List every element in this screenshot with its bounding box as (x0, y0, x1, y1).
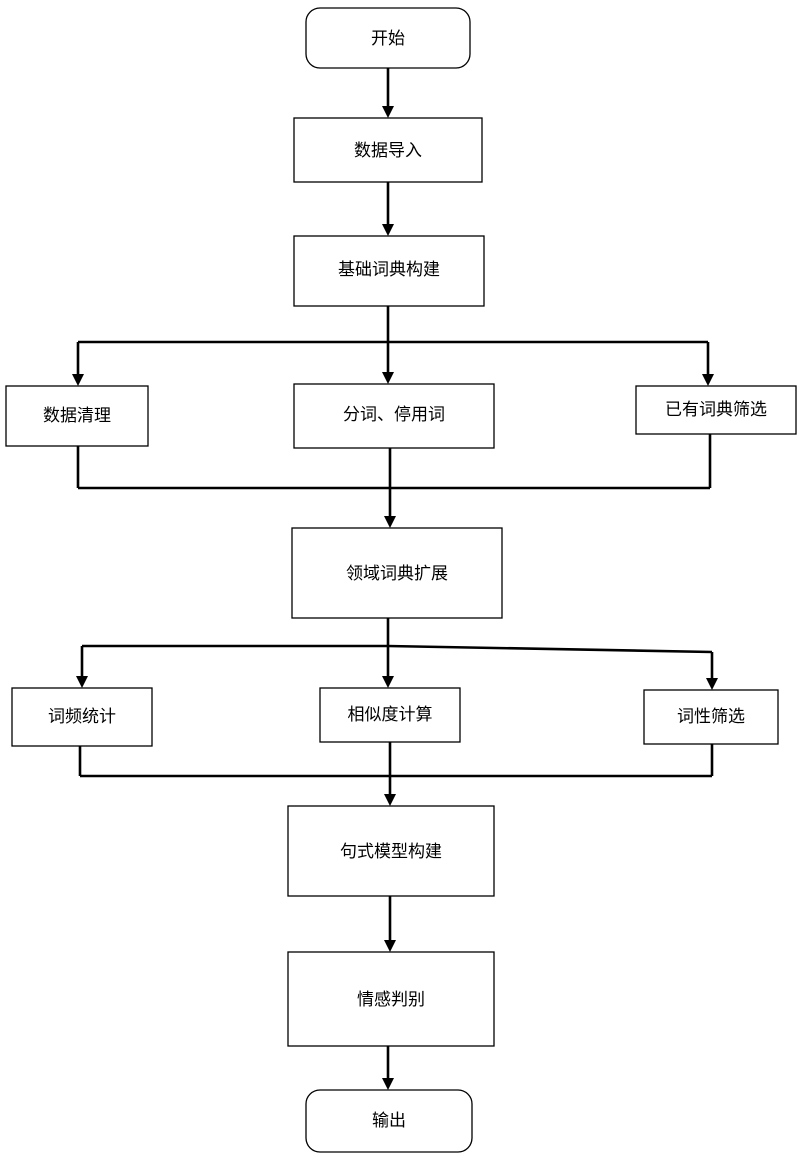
node-sentence-model-build: 句式模型构建 (288, 806, 494, 896)
node-label: 句式模型构建 (340, 842, 442, 862)
arrowhead (382, 106, 394, 118)
node-similarity-calc: 相似度计算 (320, 688, 460, 742)
node-label: 基础词典构建 (338, 260, 440, 280)
node-label: 词频统计 (48, 707, 116, 727)
node-label: 数据导入 (354, 141, 422, 161)
node-data-cleaning: 数据清理 (6, 386, 148, 446)
node-label: 输出 (372, 1111, 406, 1131)
arrowhead (384, 794, 396, 806)
edge-split-bar-2 (82, 646, 712, 652)
node-word-freq-stats: 词频统计 (12, 688, 152, 746)
node-existing-dict-filter: 已有词典筛选 (636, 386, 796, 434)
arrowhead (702, 374, 714, 386)
arrowhead (382, 224, 394, 236)
node-label: 分词、停用词 (343, 405, 445, 425)
node-pos-filter: 词性筛选 (644, 690, 778, 744)
node-start: 开始 (306, 8, 470, 68)
node-label: 数据清理 (43, 406, 111, 426)
node-label: 相似度计算 (348, 705, 433, 725)
node-label: 开始 (371, 29, 405, 49)
node-output: 输出 (306, 1090, 472, 1152)
arrowhead (72, 374, 84, 386)
arrowhead (382, 1078, 394, 1090)
node-sentiment-judgment: 情感判别 (288, 952, 494, 1046)
node-base-dict-build: 基础词典构建 (294, 236, 484, 306)
node-label: 已有词典筛选 (665, 400, 767, 420)
arrowhead (706, 678, 718, 690)
arrowhead (382, 372, 394, 384)
node-label: 词性筛选 (677, 707, 745, 727)
node-domain-dict-expand: 领域词典扩展 (292, 528, 502, 618)
arrowhead (384, 516, 396, 528)
arrowhead (76, 676, 88, 688)
node-data-import: 数据导入 (294, 118, 482, 182)
arrowhead (384, 940, 396, 952)
arrowhead (382, 676, 394, 688)
node-label: 情感判别 (357, 990, 425, 1010)
node-label: 领域词典扩展 (346, 564, 448, 584)
node-segmentation-stopwords: 分词、停用词 (294, 384, 494, 448)
